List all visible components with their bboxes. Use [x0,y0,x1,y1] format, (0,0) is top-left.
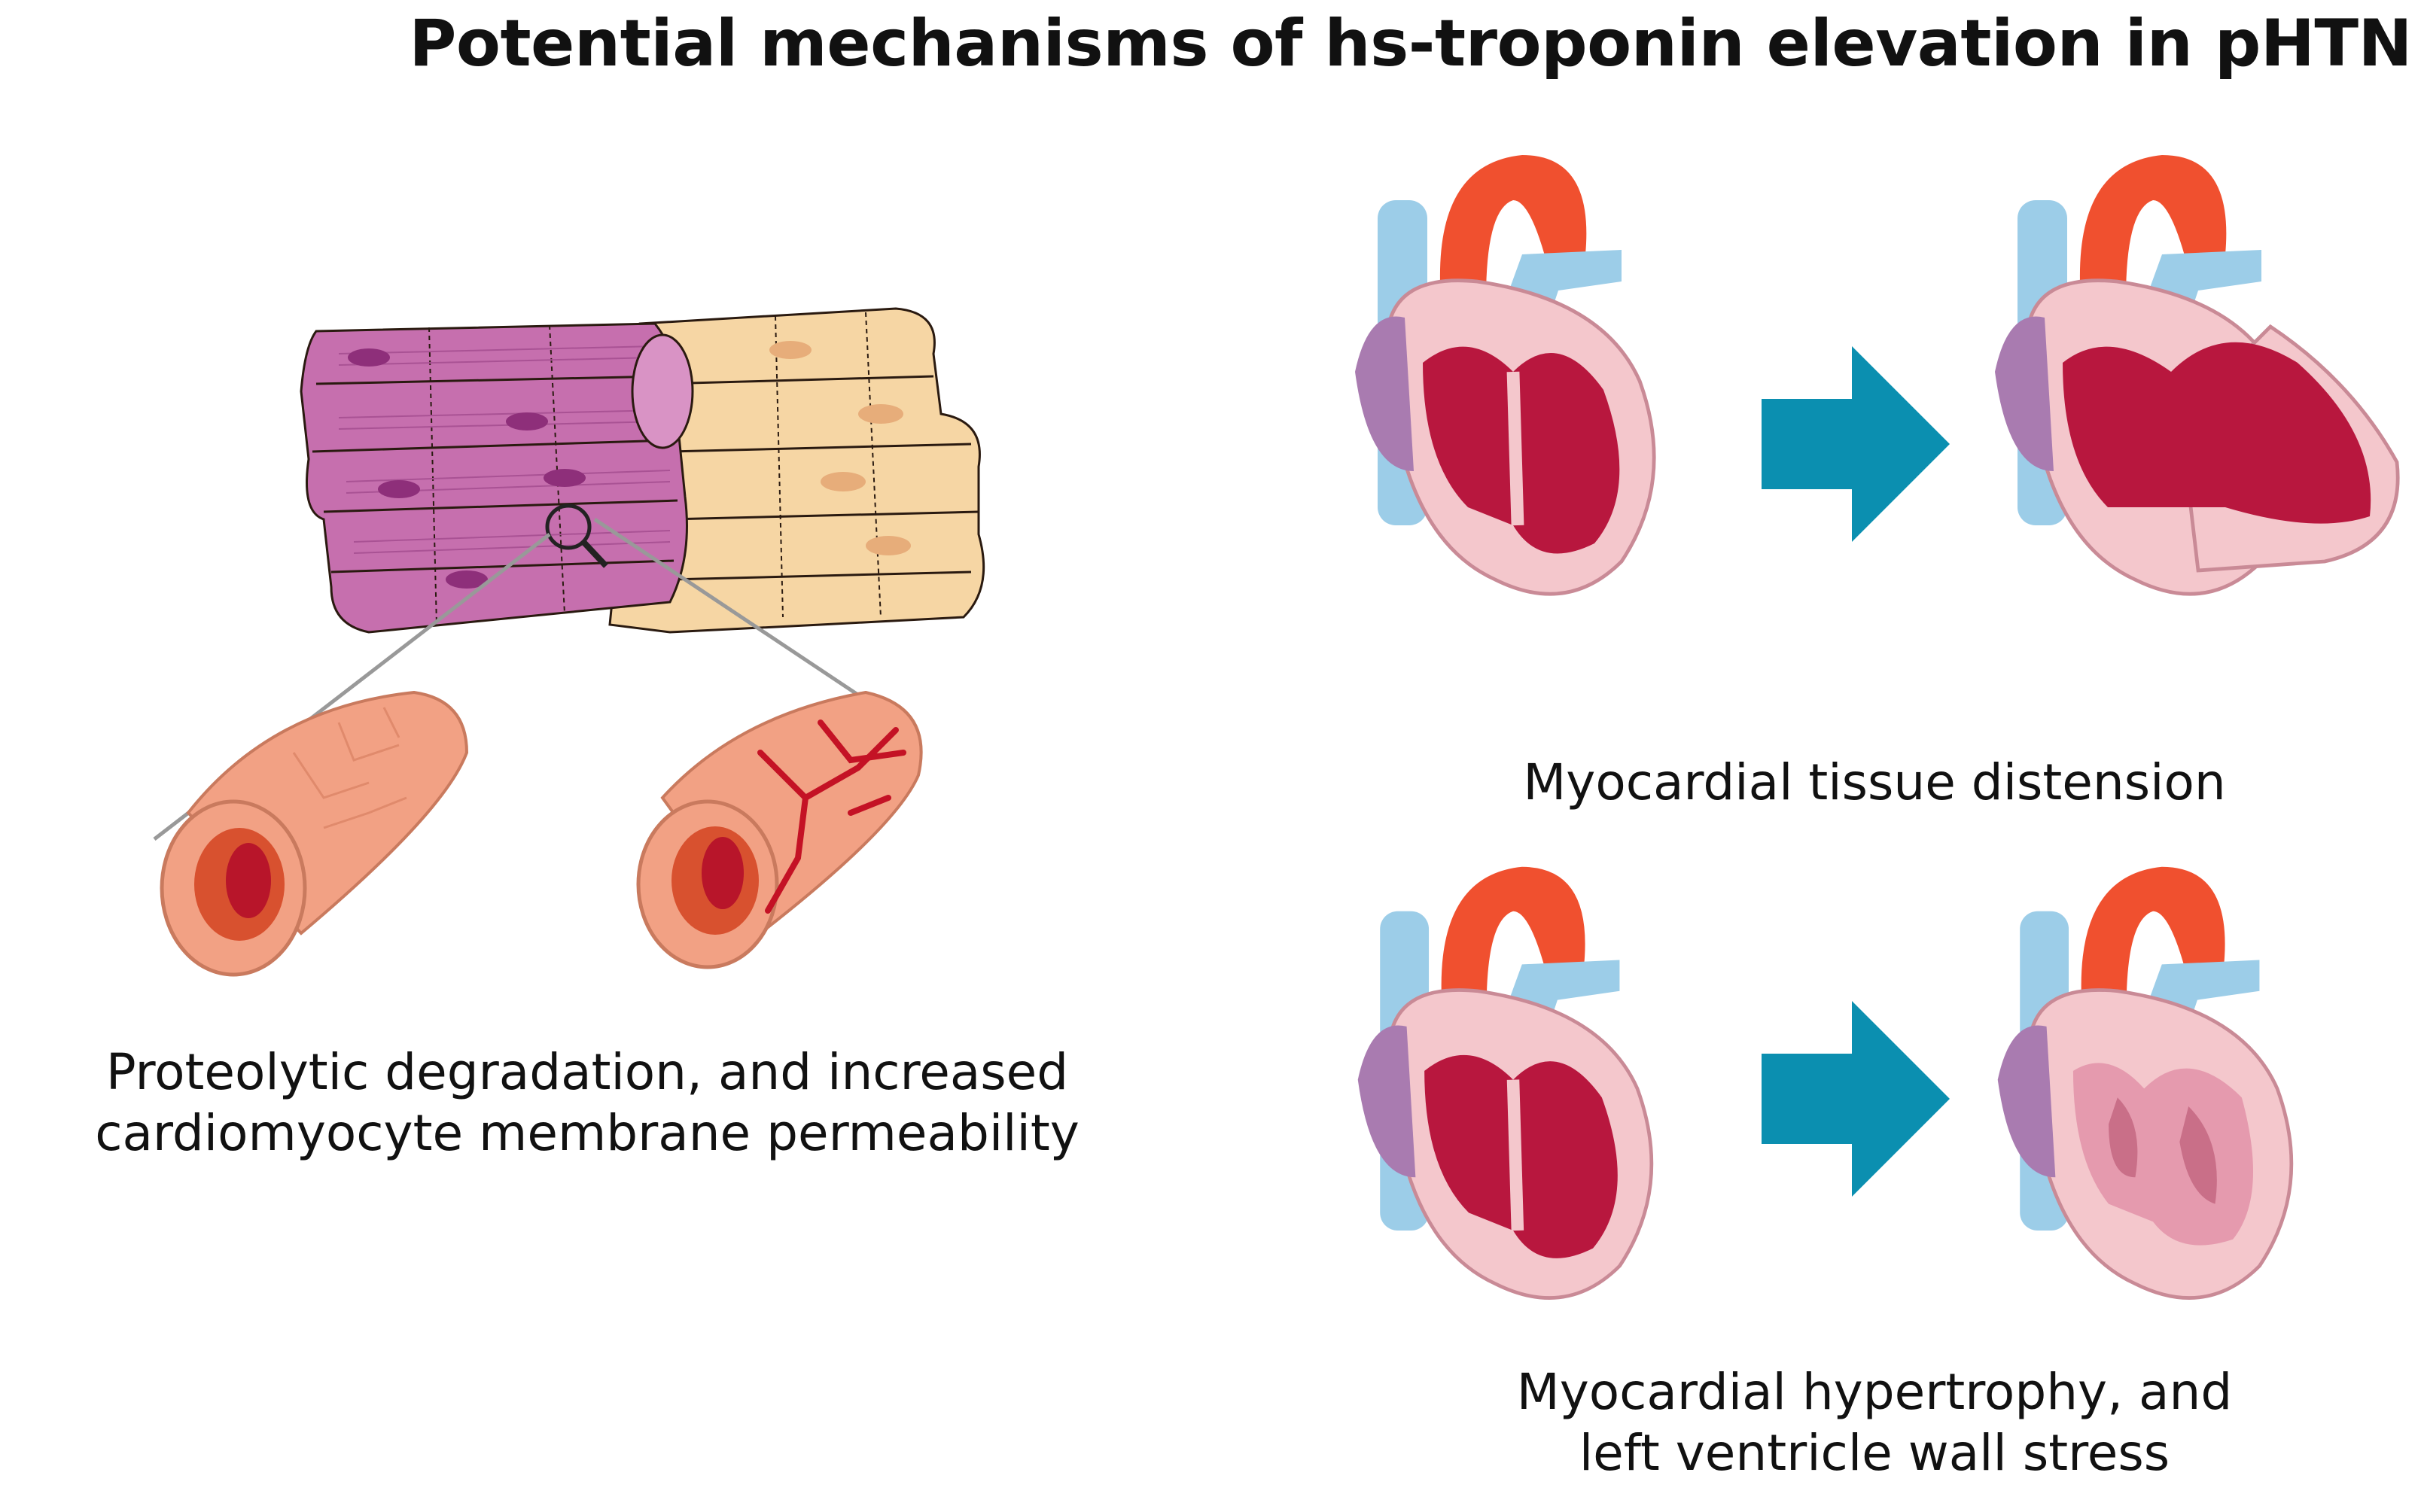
caption-proteolytic-line2: cardiomyocyte membrane permeability [95,1103,1080,1162]
healthy-cell-tube [160,690,469,977]
heart-hypertrophy [1972,858,2334,1355]
zoom-line-right [593,517,890,717]
caption-hypertrophy-line1: Myocardial hypertrophy, and [1516,1363,2233,1421]
caption-hypertrophy-line2: left ventricle wall stress [1579,1423,2170,1482]
arrow-right-icon [1762,346,1950,542]
damaged-cell-tube [636,690,923,969]
tan-muscle-fibers [608,307,985,634]
caption-distension: Myocardial tissue distension [1523,753,2226,811]
diagram-title: Potential mechanisms of hs-troponin elev… [409,6,2412,81]
caption-proteolytic-line1: Proteolytic degradation, and increased [105,1043,1069,1101]
caption-proteolytic: Proteolytic degradation, and increased c… [0,1042,1174,1164]
heart-normal-bottom [1332,858,1694,1355]
arrow-right-icon [1762,1001,1950,1197]
caption-hypertrophy: Myocardial hypertrophy, and left ventric… [1415,1362,2334,1483]
cardiac-muscle-illustration [153,307,985,977]
purple-muscle-fibers [300,322,694,634]
heart-distended [1972,143,2400,655]
magnifier-icon [545,503,608,568]
heart-normal-top [1332,143,1694,655]
